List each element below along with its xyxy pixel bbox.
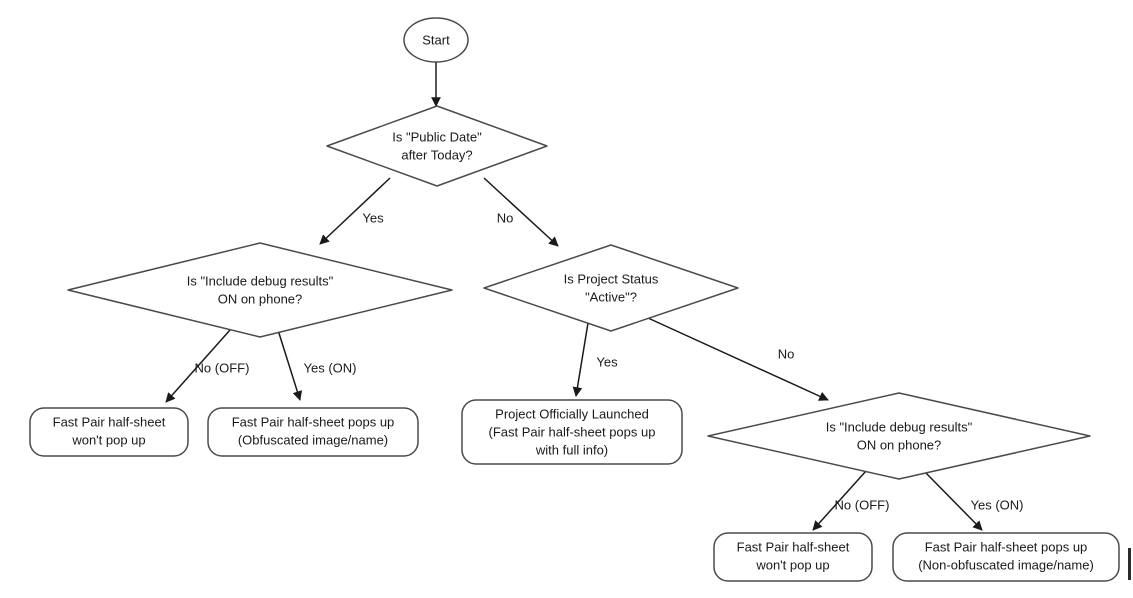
node-start[interactable]: Start [403, 17, 469, 63]
edge-debug-right-on: Yes (ON) [923, 470, 1024, 531]
node-terminal-launched-line1: Project Officially Launched [495, 406, 649, 421]
node-terminal-right-off-line1: Fast Pair half-sheet [737, 539, 850, 554]
node-decision-public-date-line2: after Today? [401, 147, 472, 162]
node-terminal-right-on[interactable]: Fast Pair half-sheet pops up (Non-obfusc… [892, 532, 1120, 582]
node-decision-project-status[interactable]: Is Project Status "Active"? [483, 244, 739, 332]
edge-label-debug-left-off: No (OFF) [195, 360, 250, 375]
edge-debug-left-on: Yes (ON) [277, 329, 357, 401]
node-decision-public-date[interactable]: Is "Public Date" after Today? [326, 105, 548, 187]
edge-label-debug-right-on: Yes (ON) [971, 497, 1024, 512]
node-terminal-launched-line2: (Fast Pair half-sheet pops up [489, 424, 656, 439]
edge-project-status-yes: Yes [572, 322, 618, 397]
node-terminal-right-off[interactable]: Fast Pair half-sheet won't pop up [713, 532, 873, 582]
node-terminal-left-off-line1: Fast Pair half-sheet [53, 414, 166, 429]
node-decision-debug-right-line2: ON on phone? [857, 437, 942, 452]
node-decision-project-status-line2: "Active"? [585, 289, 637, 304]
edge-debug-right-off: No (OFF) [812, 470, 890, 531]
node-terminal-left-on-line1: Fast Pair half-sheet pops up [232, 414, 395, 429]
edge-label-project-status-no: No [778, 346, 795, 361]
edge-debug-left-off: No (OFF) [165, 329, 250, 403]
edge-public-date-no: No [483, 177, 559, 247]
edge-label-project-status-yes: Yes [596, 354, 618, 369]
edge-project-status-no: No [647, 317, 829, 401]
node-terminal-right-off-line2: won't pop up [755, 557, 829, 572]
node-decision-project-status-line1: Is Project Status [564, 271, 659, 286]
edge-label-public-date-yes: Yes [362, 210, 384, 225]
edge-label-debug-left-on: Yes (ON) [304, 360, 357, 375]
node-terminal-left-off-line2: won't pop up [71, 432, 145, 447]
edge-label-debug-right-off: No (OFF) [835, 497, 890, 512]
edge-public-date-yes: Yes [319, 177, 391, 245]
node-decision-debug-left[interactable]: Is "Include debug results" ON on phone? [67, 242, 453, 338]
node-terminal-launched[interactable]: Project Officially Launched (Fast Pair h… [461, 399, 683, 465]
node-decision-debug-left-line1: Is "Include debug results" [187, 273, 334, 288]
node-terminal-left-on[interactable]: Fast Pair half-sheet pops up (Obfuscated… [207, 407, 419, 457]
nodes-group: Start Is "Public Date" after Today? Is "… [29, 17, 1120, 582]
node-terminal-left-off[interactable]: Fast Pair half-sheet won't pop up [29, 407, 189, 457]
edge-artifact-mark [1128, 548, 1131, 580]
node-terminal-right-on-line1: Fast Pair half-sheet pops up [925, 539, 1088, 554]
edge-label-public-date-no: No [497, 210, 514, 225]
node-terminal-launched-line3: with full info) [535, 442, 608, 457]
node-terminal-left-on-line2: (Obfuscated image/name) [238, 432, 388, 447]
node-decision-debug-right[interactable]: Is "Include debug results" ON on phone? [707, 392, 1091, 480]
node-decision-debug-right-line1: Is "Include debug results" [826, 419, 973, 434]
node-terminal-right-on-line2: (Non-obfuscated image/name) [918, 557, 1094, 572]
node-decision-public-date-line1: Is "Public Date" [392, 129, 482, 144]
node-start-label: Start [422, 32, 450, 47]
edges-group: Yes No No (OFF) Yes (ON) Yes No [165, 62, 1024, 531]
node-decision-debug-left-line2: ON on phone? [218, 291, 303, 306]
